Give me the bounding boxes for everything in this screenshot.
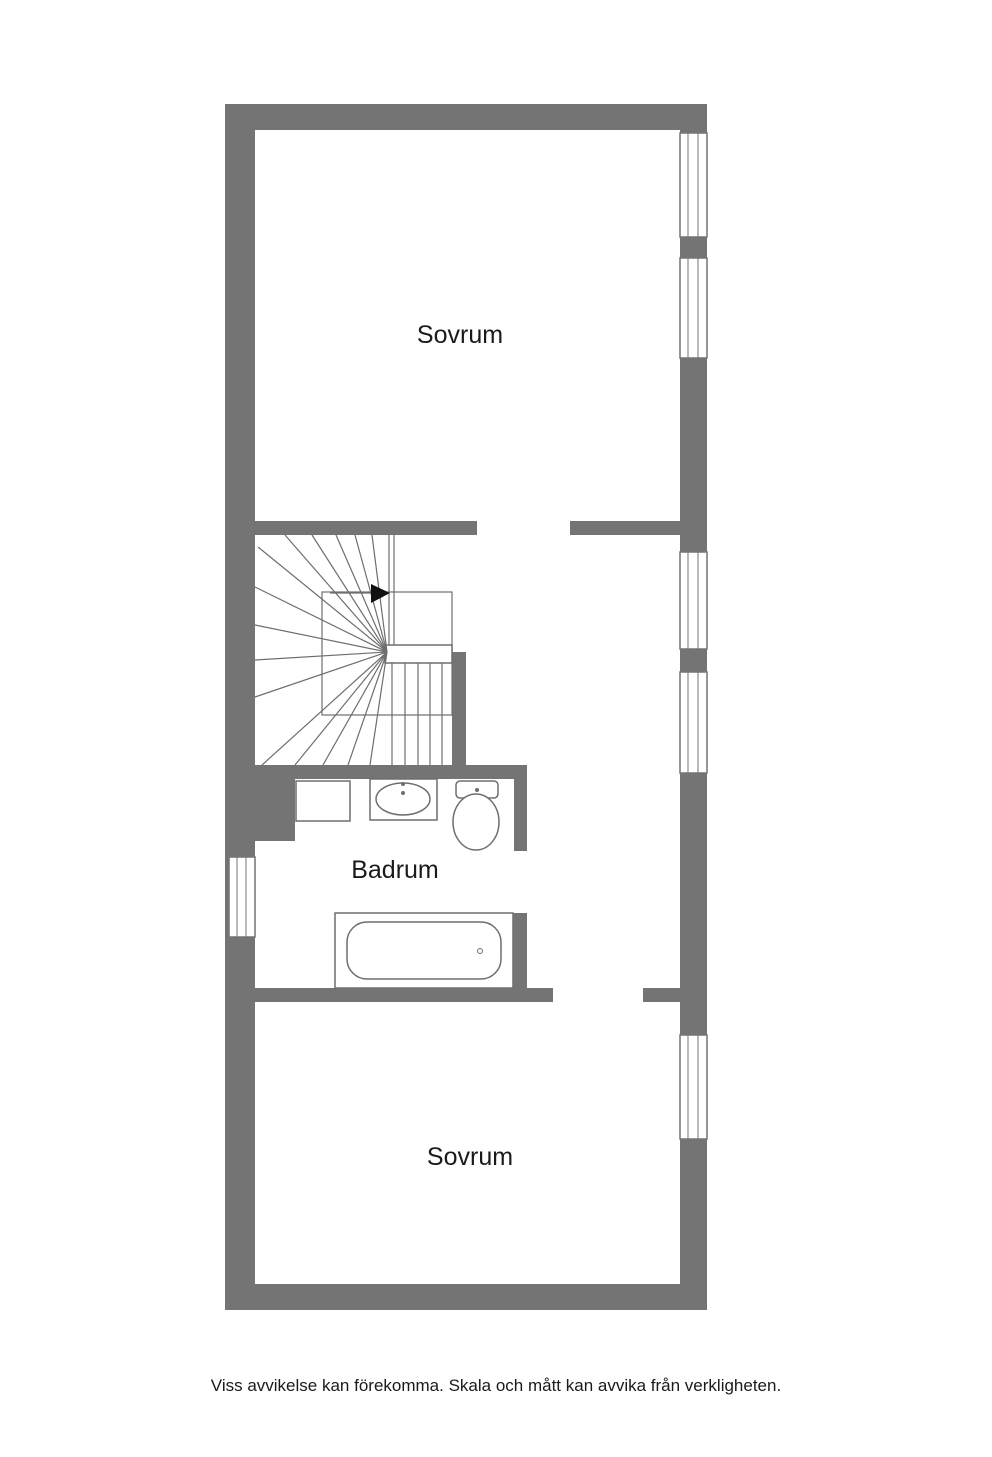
staircase <box>254 534 453 766</box>
windows <box>228 132 708 1140</box>
room-label-badrum: Badrum <box>351 856 439 884</box>
bathroom-fixtures <box>295 778 514 989</box>
room-label-sovrum-bottom: Sovrum <box>427 1143 513 1171</box>
room-label-sovrum-top: Sovrum <box>417 321 503 349</box>
window-right-3 <box>679 551 708 650</box>
window-right-5 <box>679 1034 708 1140</box>
stair-direction-arrow <box>371 584 390 603</box>
bathtub <box>334 912 514 989</box>
window-right-4 <box>679 671 708 774</box>
interior-walls <box>255 521 680 1002</box>
window-right-2 <box>679 257 708 359</box>
window-left-bathroom <box>228 856 256 938</box>
cabinet <box>295 780 351 822</box>
disclaimer-text: Viss avvikelse kan förekomma. Skala och … <box>210 1376 782 1395</box>
washbasin <box>369 778 438 821</box>
toilet <box>452 780 500 851</box>
window-right-1 <box>679 132 708 238</box>
